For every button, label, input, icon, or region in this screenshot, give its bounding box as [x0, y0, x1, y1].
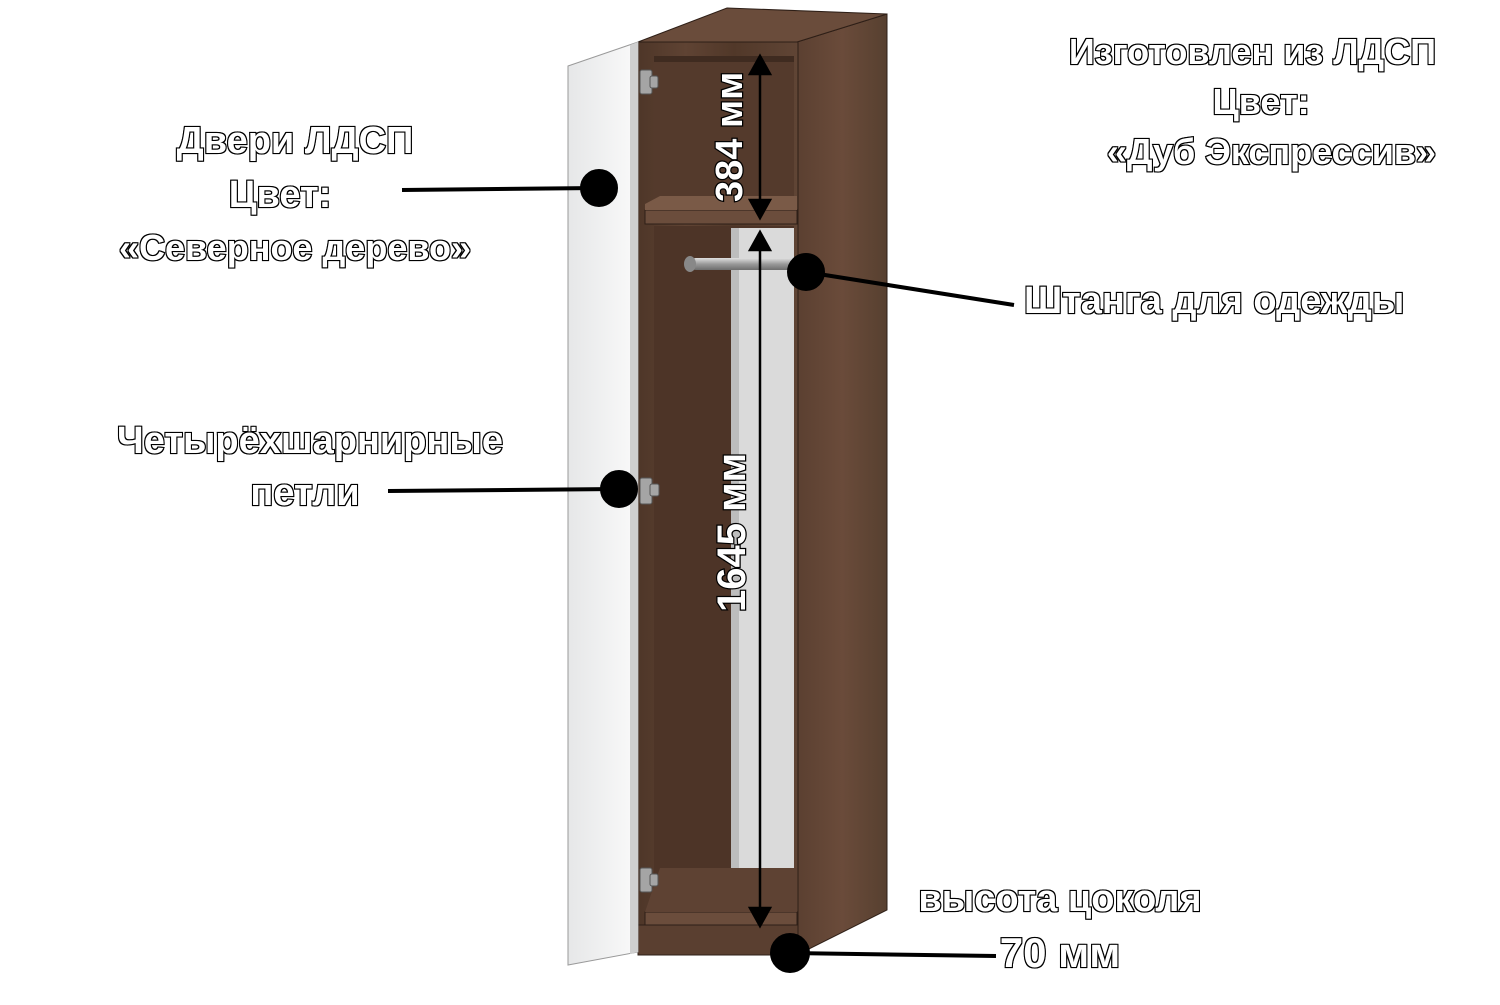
doors-line-3: «Северное дерево»	[118, 227, 472, 268]
callout-plinth	[770, 933, 997, 973]
rod-label: Штанга для одежды	[1023, 280, 1406, 322]
material-label: Изготовлен из ЛДСП Цвет: «Дуб Экспрессив…	[1046, 31, 1437, 172]
clothes-rod	[690, 258, 794, 270]
hinges-line-2: петли	[249, 472, 360, 514]
shelf	[644, 209, 798, 225]
material-line-2: Цвет:	[1211, 81, 1310, 122]
doors-label: Двери ЛДСП Цвет: «Северное дерево»	[110, 120, 480, 268]
hinge-middle	[639, 477, 660, 505]
callout-doors	[401, 169, 618, 207]
side-panel	[796, 13, 888, 956]
material-line-3: «Дуб Экспрессив»	[1106, 131, 1437, 172]
doors-line-2: Цвет:	[228, 174, 333, 216]
back-panel	[731, 228, 794, 868]
plinth-label: высота цоколя 70 мм	[900, 878, 1220, 976]
plinth-line-1: высота цоколя	[917, 878, 1202, 920]
hinges-line-1: Четырёхшарнирные	[116, 420, 504, 462]
material-line-1: Изготовлен из ЛДСП	[1068, 31, 1437, 72]
dimension-top-label: 384 мм	[709, 72, 751, 202]
doors-line-1: Двери ЛДСП	[176, 120, 415, 162]
dimension-arrow-top	[747, 53, 773, 221]
bottom-panel	[644, 911, 798, 926]
plinth-line-2: 70 мм	[999, 929, 1122, 976]
hinges-label: Четырёхшарнирные петли	[100, 420, 520, 514]
upper-compartment	[654, 56, 794, 208]
hinge-bottom	[639, 867, 659, 893]
hinge-top	[639, 69, 659, 95]
callout-rod	[787, 253, 1015, 307]
dimension-main-label: 1645 мм	[710, 453, 754, 612]
callout-hinges	[387, 470, 638, 508]
dimension-arrow-main	[747, 229, 773, 929]
